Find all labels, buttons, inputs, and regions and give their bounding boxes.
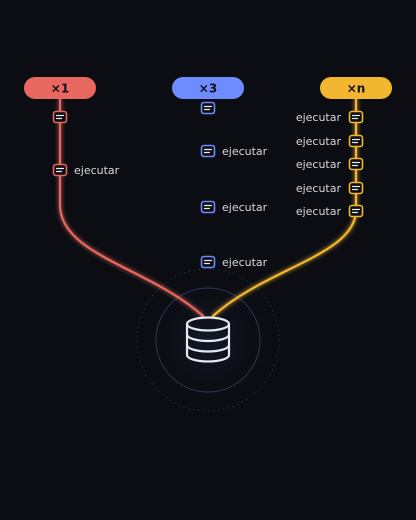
lane-yellow-step: ejecutar [296, 134, 364, 148]
lane-blue-step: ejecutar [200, 255, 268, 269]
script-icon [348, 204, 364, 218]
lane-yellow-connector [211, 96, 358, 318]
lane-blue-badge: ×3 [172, 77, 244, 99]
step-label: ejecutar [74, 164, 120, 177]
step-label: ejecutar [296, 205, 342, 218]
database-icon [185, 316, 231, 363]
lane-yellow-badge: ×n [320, 77, 392, 99]
script-icon [52, 163, 68, 177]
script-icon [200, 144, 216, 158]
lane-yellow-badge-label: ×n [347, 82, 366, 96]
lane-red-step: ejecutar [52, 163, 120, 177]
step-label: ejecutar [222, 201, 268, 214]
script-icon [348, 110, 364, 124]
lane-yellow-step: ejecutar [296, 181, 364, 195]
lane-blue: ×3 ejecutar ejecutar ejecutar [172, 77, 268, 318]
step-label: ejecutar [222, 145, 268, 158]
script-icon [348, 134, 364, 148]
lane-yellow: ×n ejecutar ejecutar ejecutar ejecutar ejecut… [211, 77, 392, 318]
lane-blue-step [200, 101, 216, 115]
step-label: ejecutar [296, 158, 342, 171]
lane-red-connector [58, 96, 205, 318]
lane-yellow-step: ejecutar [296, 110, 364, 124]
lane-blue-step: ejecutar [200, 144, 268, 158]
step-label: ejecutar [222, 256, 268, 269]
lane-blue-badge-label: ×3 [199, 82, 217, 96]
lane-blue-step: ejecutar [200, 200, 268, 214]
script-icon [200, 101, 216, 115]
outer-dotted-ring [136, 268, 280, 412]
lane-red-badge: ×1 [24, 77, 96, 99]
lane-red-step [52, 110, 68, 124]
lane-yellow-step: ejecutar [296, 157, 364, 171]
script-icon [348, 157, 364, 171]
script-icon [52, 110, 68, 124]
lane-red-badge-label: ×1 [51, 82, 69, 96]
lane-yellow-step: ejecutar [296, 204, 364, 218]
step-label: ejecutar [296, 135, 342, 148]
lane-red: ×1 ejecutar [24, 77, 205, 318]
script-icon [348, 181, 364, 195]
script-icon [200, 255, 216, 269]
step-label: ejecutar [296, 111, 342, 124]
step-label: ejecutar [296, 182, 342, 195]
script-icon [200, 200, 216, 214]
